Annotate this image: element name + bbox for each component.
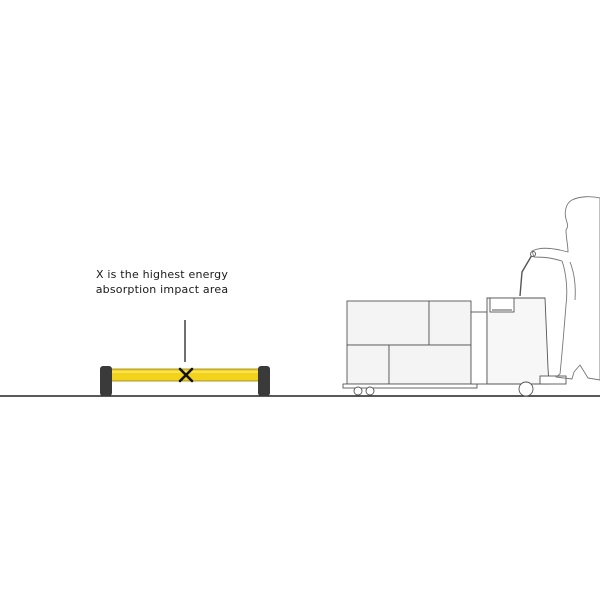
- annotation-line-1: X is the highest energy: [95, 268, 229, 281]
- operator-outline: [531, 196, 600, 381]
- drive-wheel: [518, 381, 534, 397]
- fork-wheel-rear: [365, 386, 375, 396]
- barrier-post-right: [258, 366, 270, 396]
- impact-x-mark: [178, 367, 194, 383]
- pallet-truck: [342, 251, 567, 397]
- impact-annotation: X is the highest energy absorption impac…: [72, 267, 252, 297]
- load-box-bottom-left: [346, 344, 390, 385]
- annotation-line-2: absorption impact area: [95, 283, 229, 296]
- truck-tiller: [519, 254, 533, 297]
- operator-figure: [531, 196, 600, 381]
- operator-platform: [539, 375, 567, 385]
- load-box-bottom-right: [388, 344, 472, 385]
- truck-mast: [470, 311, 488, 385]
- fork-wheel-front: [353, 386, 363, 396]
- load-box-top-left: [346, 300, 430, 346]
- truck-top-panel: [489, 297, 515, 313]
- barrier-post-left: [100, 366, 112, 396]
- pallet-forks: [342, 383, 478, 389]
- load-box-top-right: [428, 300, 472, 346]
- impact-barrier: [100, 366, 270, 396]
